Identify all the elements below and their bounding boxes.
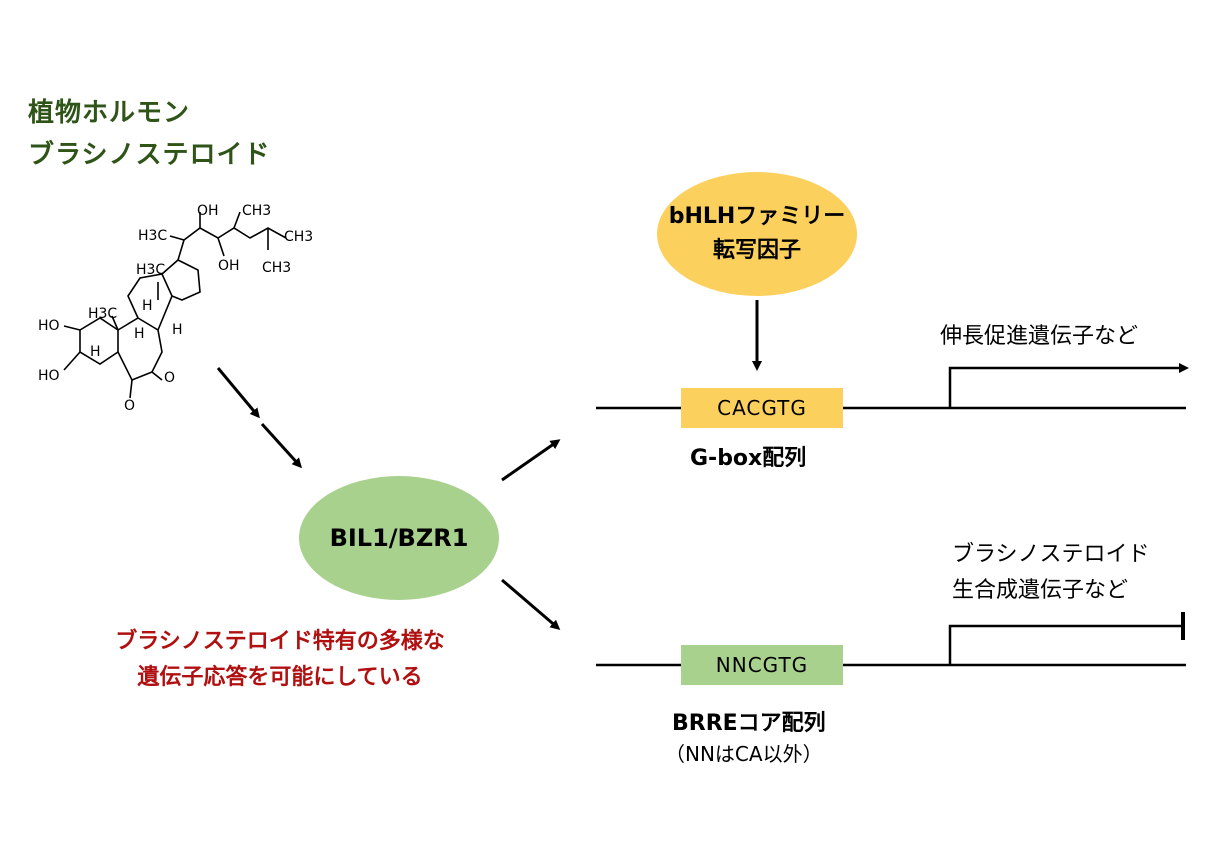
mol-h-b: H — [134, 326, 145, 342]
brre-sequence: NNCGTG — [715, 653, 809, 677]
mol-h3c-left: H3C — [88, 306, 118, 322]
bhlh-factor-line1: bHLHファミリー — [668, 204, 846, 229]
mol-ch3-top: CH3 — [242, 203, 272, 219]
gbox-sequence-box: CACGTG — [681, 388, 843, 428]
mol-o-ring: O — [164, 370, 176, 386]
mol-h-left: H — [90, 344, 101, 360]
mol-h3c-ring: H3C — [136, 262, 166, 278]
mol-ch3-bottom: CH3 — [262, 260, 292, 276]
brre-caption: BRREコア配列 — [672, 711, 826, 736]
bil1-bzr1-label: BIL1/BZR1 — [329, 524, 469, 552]
note-line1: ブラシノステロイド特有の多様な — [115, 629, 445, 654]
brre-sequence-box: NNCGTG — [681, 645, 843, 685]
arrow-molecule-2 — [260, 422, 303, 469]
brassinolide-structure — [63, 211, 287, 399]
note: ブラシノステロイド特有の多様な 遺伝子応答を可能にしている — [70, 624, 490, 696]
mol-o-carbonyl: O — [124, 398, 136, 414]
mol-h-c: H — [172, 322, 183, 338]
mol-ch3-right: CH3 — [284, 229, 314, 245]
mol-oh-mid: OH — [218, 258, 240, 274]
hormone-title-line2: ブラシノステロイド — [28, 140, 271, 170]
brre-target-line1: ブラシノステロイド — [952, 542, 1150, 567]
gbox-target-genes: 伸長促進遺伝子など — [940, 324, 1139, 349]
bhlh-factor-line2: 転写因子 — [712, 238, 801, 263]
mol-ho-upper: HO — [38, 318, 60, 334]
hormone-title-line1: 植物ホルモン — [28, 98, 191, 128]
note-line2: 遺伝子応答を可能にしている — [137, 665, 423, 690]
mol-oh-top: OH — [197, 203, 219, 219]
brre-target-line2: 生合成遺伝子など — [952, 578, 1129, 603]
repression-arrow — [948, 624, 1183, 665]
activation-arrow — [948, 363, 1189, 408]
mol-h-a: H — [142, 298, 153, 314]
bhlh-factor-ellipse: bHLHファミリー 転写因子 — [657, 172, 857, 296]
bil1-bzr1-ellipse: BIL1/BZR1 — [299, 476, 499, 600]
brre-subcaption: （NNはCA以外） — [665, 742, 823, 766]
arrow-molecule-1 — [216, 367, 260, 419]
gbox-sequence: CACGTG — [717, 396, 807, 420]
gbox-caption: G-box配列 — [690, 446, 807, 471]
arrow-to-gbox — [501, 439, 561, 482]
mol-h3c-side: H3C — [138, 228, 168, 244]
arrow-to-brre — [501, 578, 561, 630]
mol-ho-lower: HO — [38, 368, 60, 384]
